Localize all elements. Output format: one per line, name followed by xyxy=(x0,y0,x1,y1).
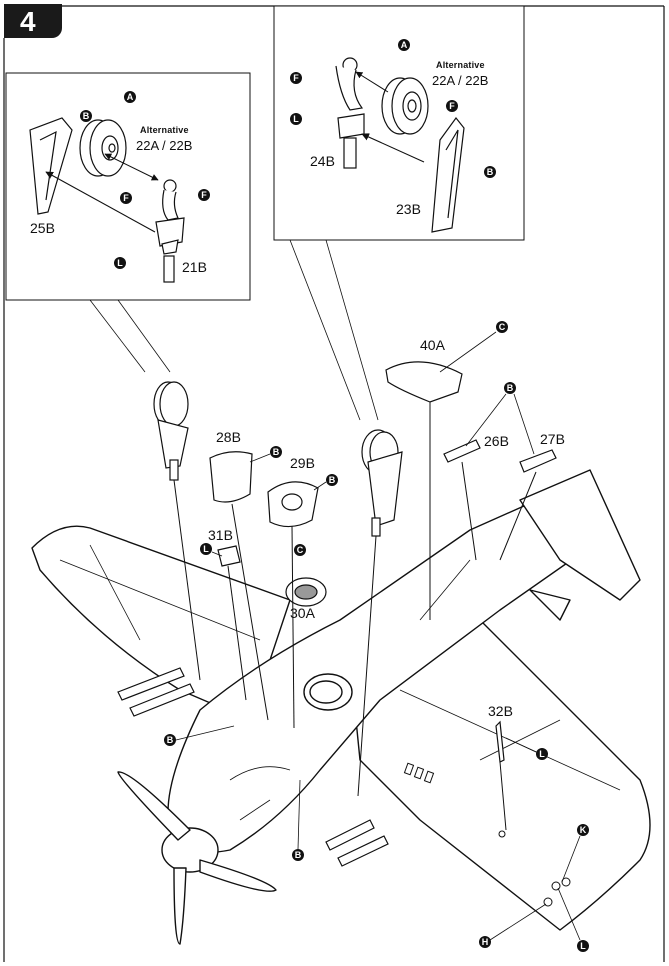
svg-text:H: H xyxy=(482,937,489,947)
alternative-parts: 22A / 22B xyxy=(136,138,192,153)
left-detail-labels: Alternative 22A / 22B 25B 21B xyxy=(30,125,207,275)
alternative-parts: 22A / 22B xyxy=(432,73,488,88)
part-label: 30A xyxy=(290,605,316,621)
canopy-40a xyxy=(385,361,463,403)
main-gear-left-assembled xyxy=(153,381,189,481)
aircraft-underside xyxy=(31,469,651,945)
part-31b xyxy=(217,545,241,567)
svg-text:F: F xyxy=(449,101,455,111)
part-label: 32B xyxy=(488,703,513,719)
right-detail-labels: Alternative 22A / 22B 24B 23B xyxy=(310,60,488,217)
svg-text:A: A xyxy=(127,92,134,102)
svg-text:L: L xyxy=(580,941,586,951)
part-label: 31B xyxy=(208,527,233,543)
svg-text:B: B xyxy=(329,475,336,485)
gear-leg-21b xyxy=(155,179,185,283)
marker-leaders xyxy=(175,331,581,941)
wheel-22-left xyxy=(79,119,127,177)
part-label: 21B xyxy=(182,259,207,275)
part-26b xyxy=(443,439,481,463)
svg-text:C: C xyxy=(499,322,506,332)
svg-text:K: K xyxy=(580,825,587,835)
svg-text:C: C xyxy=(297,545,304,555)
part-label: 26B xyxy=(484,433,509,449)
gear-door-23b xyxy=(431,117,465,233)
svg-text:L: L xyxy=(293,114,299,124)
svg-text:A: A xyxy=(401,40,408,50)
part-label: 23B xyxy=(396,201,421,217)
svg-text:B: B xyxy=(167,735,174,745)
step-number: 4 xyxy=(20,6,36,37)
part-label: 24B xyxy=(310,153,335,169)
alternative-label: Alternative xyxy=(140,125,189,135)
svg-text:B: B xyxy=(273,447,280,457)
main-gear-right-assembled xyxy=(361,429,403,537)
step-badge: 4 xyxy=(4,4,62,38)
svg-text:B: B xyxy=(83,111,90,121)
svg-text:L: L xyxy=(117,258,123,268)
svg-text:B: B xyxy=(295,850,302,860)
svg-text:F: F xyxy=(123,193,129,203)
part-30a xyxy=(285,577,327,607)
marker-bubbles: A B F F L A F F L B C B B B C L B B L K … xyxy=(80,39,589,952)
wheel-22-right xyxy=(381,77,429,135)
svg-text:F: F xyxy=(201,190,207,200)
part-label: 40A xyxy=(420,337,446,353)
main-part-labels: 40A 26B 27B 28B 29B 31B 30A 32B xyxy=(208,337,565,719)
part-27b xyxy=(519,449,557,473)
part-32b xyxy=(495,720,505,763)
alternative-label: Alternative xyxy=(436,60,485,70)
svg-text:F: F xyxy=(293,73,299,83)
svg-text:B: B xyxy=(507,383,514,393)
svg-text:L: L xyxy=(539,749,545,759)
part-label: 29B xyxy=(290,455,315,471)
part-label: 25B xyxy=(30,220,55,236)
part-label: 27B xyxy=(540,431,565,447)
part-29b xyxy=(267,481,319,528)
gear-leg-24b xyxy=(335,57,365,169)
wing-cannons xyxy=(117,667,389,867)
part-label: 28B xyxy=(216,429,241,445)
svg-text:B: B xyxy=(487,167,494,177)
part-28b xyxy=(209,451,253,503)
svg-text:L: L xyxy=(203,544,209,554)
detail-box-left xyxy=(5,72,251,373)
assembly-lines xyxy=(173,402,537,831)
